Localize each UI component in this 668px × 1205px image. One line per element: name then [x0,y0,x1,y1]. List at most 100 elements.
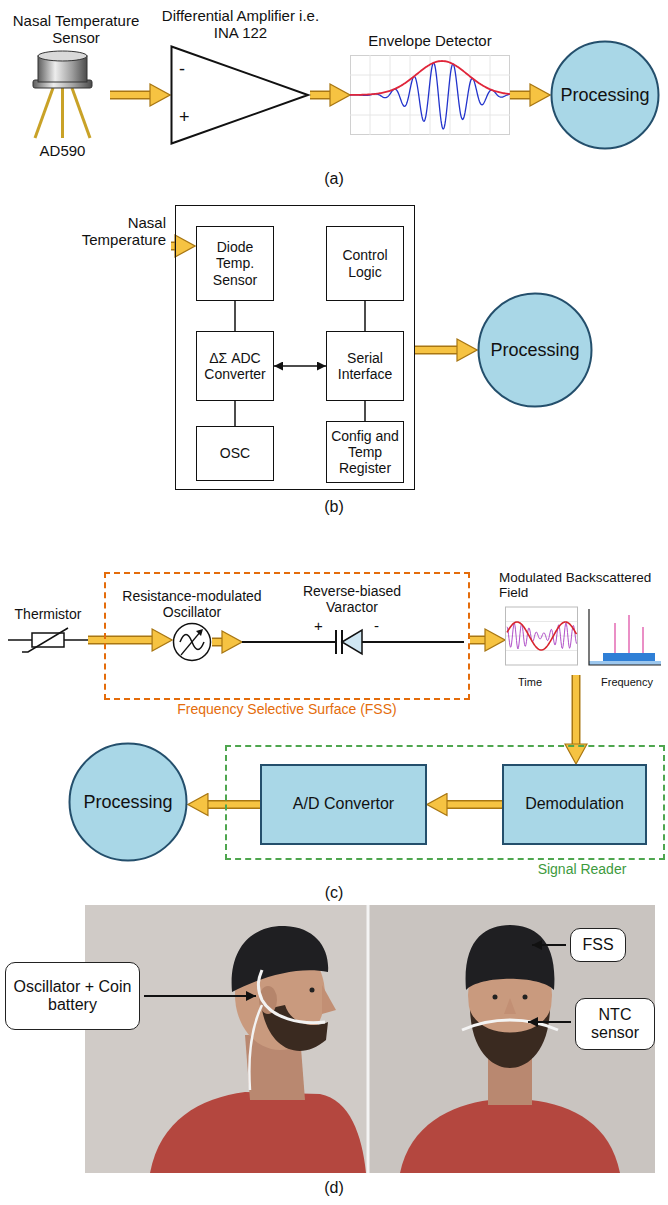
connector-line [235,401,236,426]
leader-arrow [528,1021,571,1023]
oscillator-symbol: Resistance-modulated Oscillator [172,622,212,662]
photo [367,905,370,1173]
heading-text: Reverse-biased Varactor [287,583,417,615]
arrow-shaft [110,92,158,98]
arrow-shaft [200,802,260,808]
arrow-outline [212,638,230,647]
input-arrow [171,243,183,249]
arrow-connector [200,804,260,805]
backscatter-plot [506,607,578,665]
oscillator-symbol [181,631,201,655]
heading-text: Resistance-modulated Oscillator [114,588,270,620]
backscatter-plot [507,622,577,650]
leader-arrow [144,995,256,997]
envelope-detector [350,61,510,95]
arrow-shaft [310,92,338,98]
person-front-view [400,1100,620,1173]
connector-line [274,365,326,367]
arrow-shaft [212,639,230,645]
varactor-symbol: Reverse-biased Varactor+- [242,617,464,667]
panel-label: (b) [304,498,364,516]
polarity-sign: - [179,59,185,80]
double-arrow [274,366,326,367]
signal-reader-region: Signal ReaderDemodulationA/D Convertor [225,745,665,860]
photo [85,905,655,1173]
processing-circle: Processing [68,742,188,862]
input-arrow [171,242,183,251]
arrow-shaft [470,637,493,643]
box-label: FSS [582,936,613,954]
oscillator-symbol [174,624,211,661]
envelope-detector [450,55,451,135]
connector-line [234,401,236,426]
arrow-shaft [439,802,502,808]
varactor-symbol [242,641,336,643]
circle-outline [552,42,659,149]
amplifier-triangle [170,45,310,145]
heading-text: Envelope Detector [345,32,515,49]
block-box: Config and Temp Register [326,421,404,483]
photo [85,905,368,1173]
block-box: OSC [196,426,274,481]
connector-line [364,301,366,331]
box-label: Processing [490,340,579,361]
arrow-outline [510,91,538,100]
caption-text: Signal Reader [507,861,657,877]
oscillator-symbol [196,629,203,636]
envelope-detector [350,55,510,135]
envelope-detector [350,63,510,129]
callout-box: FSS [570,928,626,962]
panel-label: (a) [304,170,364,188]
envelope-detector [351,56,510,135]
arrow-connector [576,675,577,752]
input-label: Nasal Temperature [58,214,166,249]
amplifier-triangle [172,47,309,144]
box-label: ΔΣ ADC Converter [201,350,269,382]
caption-text: Time [507,676,553,689]
varactor-symbol [342,630,362,654]
polarity-sign: - [374,617,379,634]
envelope-detector [470,55,471,135]
amplifier-triangle: Differential Amplifier i.e. INA 122-+ [170,45,310,145]
box-label: Oscillator + Coin battery [10,978,135,1015]
backscatter-plot [628,615,630,653]
photo [85,905,655,1173]
block-box: Diode Temp. Sensor [196,226,274,301]
person-side-view [150,1092,366,1173]
arrow-outline [470,636,493,645]
person-side-view [322,985,336,1014]
backscatter-plot: Modulated Backscattered FieldTimeFrequen… [505,605,663,675]
arrow-shaft [415,347,465,353]
arrow-shaft [510,92,538,98]
chip-block: Diode Temp. Sensor Control Logic ΔΣ ADC Co… [175,205,415,490]
box-label: Control Logic [331,247,399,279]
box-label: Diode Temp. Sensor [201,239,269,287]
arrow-connector [88,640,160,641]
person-side-view [258,970,325,1023]
thermistor-symbol [64,639,88,641]
thermistor-symbol [22,628,68,652]
person-side-view [249,1005,262,1090]
backscatter-plot [505,605,663,675]
leader-arrow [144,945,571,1022]
arrow-outline [572,675,581,752]
leader-arrow [532,944,566,946]
callout-box: Oscillator + Coin battery [5,962,140,1030]
arrow-outline [439,800,502,809]
panel-label: (c) [304,884,364,902]
process-box: A/D Convertor [260,764,427,845]
block-box: ΔΣ ADC Converter [196,331,274,401]
arrow-connector [110,95,158,96]
backscatter-plot [642,627,644,653]
connector-line [365,401,366,421]
varactor-symbol [362,641,464,643]
temperature-sensor [61,88,64,138]
connector-line [364,401,366,421]
arrow-connector [212,642,230,643]
temperature-sensor [35,88,53,138]
fss-region: Frequency Selective Surface (FSS)Resista… [104,572,470,700]
box-label: Demodulation [525,795,624,813]
arrow-connector [439,804,502,805]
input-arrow [171,246,183,247]
polarity-sign: + [179,107,190,128]
